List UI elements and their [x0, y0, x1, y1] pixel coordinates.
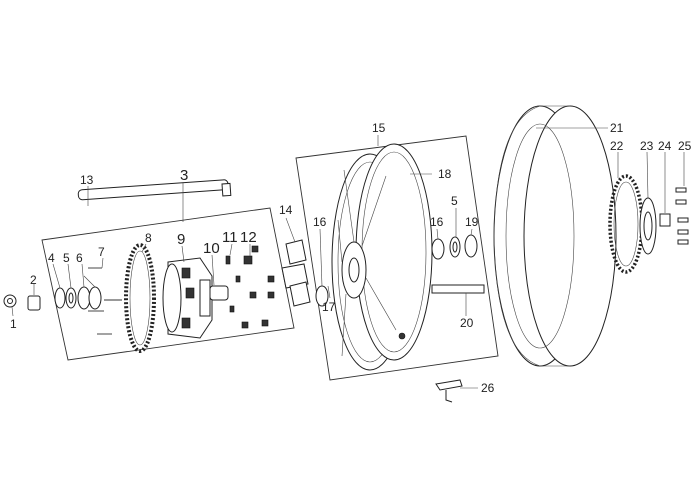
sprocket-bolt [88, 267, 122, 335]
callout-23: 23 [640, 139, 654, 153]
callout-10: 10 [203, 240, 220, 257]
callout-3: 3 [180, 167, 188, 184]
oil-seal [54, 287, 66, 309]
bearing-spacer-right [431, 238, 445, 260]
callout-4: 4 [48, 251, 55, 265]
hub-nuts [225, 245, 275, 329]
callout-5-left: 5 [63, 251, 70, 265]
callout-16-left: 16 [313, 215, 327, 229]
callout-9: 9 [177, 231, 185, 248]
callout-14: 14 [279, 203, 293, 217]
callout-15: 15 [372, 121, 386, 135]
callout-13: 13 [80, 173, 94, 187]
callout-18: 18 [438, 167, 452, 181]
callout-22: 22 [610, 139, 624, 153]
callout-7: 7 [98, 245, 105, 259]
wheel-rim [331, 143, 433, 371]
callout-24: 24 [658, 139, 672, 153]
disc-bolts [675, 187, 689, 245]
callout-17: 17 [322, 300, 336, 314]
bearing-b [77, 286, 102, 310]
tyre-valve [435, 379, 463, 403]
callout-21: 21 [610, 121, 624, 135]
callout-25: 25 [678, 139, 692, 153]
carrier-bushing [659, 213, 671, 227]
callout-26: 26 [481, 381, 495, 395]
callout-12: 12 [240, 229, 257, 246]
tyre [493, 105, 617, 367]
callout-6: 6 [76, 251, 83, 265]
wheel-hub [162, 257, 213, 339]
bearing [65, 287, 77, 309]
bearing-right [449, 236, 461, 258]
callout-20: 20 [460, 316, 474, 330]
hub-collar [209, 285, 229, 301]
callout-19: 19 [465, 215, 479, 229]
callout-8: 8 [145, 231, 152, 245]
sprocket-disc [124, 243, 156, 353]
callout-16-right: 16 [430, 215, 444, 229]
spacer [27, 295, 41, 311]
oil-seal-right [464, 234, 478, 258]
rim-panel [295, 135, 499, 381]
callout-5-right: 5 [451, 194, 458, 208]
axle-nut [3, 294, 17, 308]
inner-spacer-tube [431, 284, 485, 294]
damper-rubber [281, 239, 311, 307]
axle [77, 179, 232, 201]
callout-11: 11 [222, 229, 238, 246]
callout-1: 1 [10, 317, 17, 331]
disc-carrier [639, 197, 657, 255]
hub-assembly-panel [41, 207, 295, 361]
callout-2: 2 [30, 273, 37, 287]
